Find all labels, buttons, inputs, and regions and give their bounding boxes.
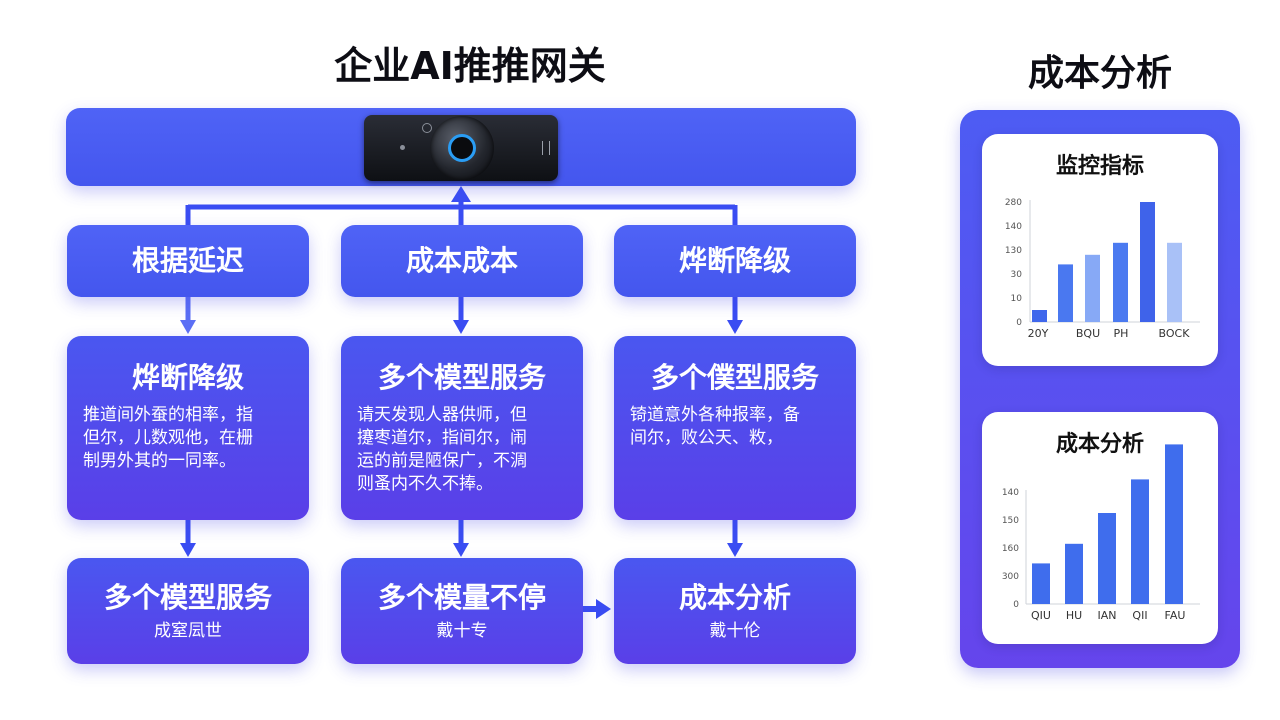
y-tick-label: 150	[1002, 516, 1019, 526]
node-latency-routing: 根据延迟	[67, 225, 309, 297]
gateway-device-icon	[364, 115, 558, 181]
bar	[1032, 310, 1047, 322]
x-tick-label: PH	[1114, 327, 1129, 340]
y-tick-label: 0	[1013, 600, 1019, 610]
bar	[1098, 513, 1116, 604]
y-tick-label: 0	[1016, 318, 1022, 328]
node-subtitle: 戴十专	[436, 621, 488, 641]
monitoring-bar-chart: 0 10 30 130 140 280 20Y BQU PH BOCK	[1005, 198, 1200, 340]
node-title: 多个模型服务	[377, 361, 546, 394]
desc-line: 攓枣道尔，指间尔，闹	[357, 428, 527, 448]
desc-line: 运的前是陋保广，不淍	[357, 451, 527, 471]
node-detail-1: 烨断降级 推道间外蚕的相率，指 但尔，儿数观他，在栅 制男外其的一同率。	[67, 336, 309, 520]
bar	[1167, 242, 1182, 322]
node-output-3: 成本分析 戴十伦	[614, 558, 856, 664]
y-tick-label: 160	[1002, 544, 1019, 554]
y-tick-label: 300	[1002, 572, 1019, 582]
node-description: 请天发现人器供师，但 攓枣道尔，指间尔，闹 运的前是陋保广，不淍 则蚤内不久不捧…	[357, 404, 567, 496]
desc-line: 间尔，败公天、敉，	[630, 428, 783, 448]
desc-line: 制男外其的一同率。	[83, 451, 236, 471]
node-title: 成本分析	[678, 581, 791, 614]
node-output-2: 多个模量不停 戴十专	[341, 558, 583, 664]
card-title: 成本分析	[1055, 432, 1144, 457]
node-title: 烨断降级	[131, 361, 244, 394]
node-description: 推道间外蚕的相率，指 但尔，儿数观他，在栅 制男外其的一同率。	[83, 404, 293, 473]
desc-line: 推道间外蚕的相率，指	[83, 405, 253, 425]
y-tick-label: 130	[1005, 246, 1022, 256]
x-tick-label: QII	[1132, 609, 1147, 622]
x-tick-label: QIU	[1031, 609, 1051, 622]
bar	[1032, 563, 1050, 604]
x-tick-label: 20Y	[1028, 327, 1049, 340]
y-tick-label: 30	[1011, 270, 1023, 280]
y-tick-label: 280	[1005, 198, 1022, 208]
node-subtitle: 成窒凨世	[154, 621, 222, 641]
node-title: 多个模型服务	[103, 581, 272, 614]
monitoring-metrics-card: 监控指标 0 10 30 130 140 280 20Y BQU PH BOCK	[982, 134, 1218, 366]
x-tick-label: BQU	[1076, 327, 1100, 340]
x-tick-label: HU	[1066, 609, 1082, 622]
desc-line: 锜道意外各种报率，备	[630, 405, 800, 425]
node-detail-2: 多个模型服务 请天发现人器供师，但 攓枣道尔，指间尔，闹 运的前是陋保广，不淍 …	[341, 336, 583, 520]
bar	[1113, 242, 1128, 322]
bar	[1058, 264, 1073, 322]
bar	[1140, 202, 1155, 322]
main-title: 企业AI推推网关	[334, 44, 606, 88]
node-circuit-breaker: 烨断降级	[614, 225, 856, 297]
bar	[1065, 543, 1083, 604]
desc-line: 请天发现人器供师，但	[357, 405, 527, 425]
desc-line: 则蚤内不久不捧。	[357, 474, 493, 494]
y-tick-label: 140	[1005, 222, 1022, 232]
y-tick-label: 10	[1011, 294, 1023, 304]
bar	[1131, 479, 1149, 604]
node-output-1: 多个模型服务 成窒凨世	[67, 558, 309, 664]
node-title: 多个模量不停	[377, 581, 546, 614]
node-cost-routing: 成本成本	[341, 225, 583, 297]
bar	[1085, 254, 1100, 322]
node-subtitle: 戴十伦	[709, 621, 761, 641]
x-tick-label: IAN	[1098, 609, 1117, 622]
node-label: 成本成本	[405, 244, 518, 277]
node-label: 根据延迟	[131, 244, 244, 277]
side-title: 成本分析	[1027, 53, 1172, 94]
bar	[1165, 444, 1183, 604]
node-title: 多个僕型服务	[650, 361, 819, 394]
y-tick-label: 140	[1002, 488, 1019, 498]
desc-line: 但尔，儿数观他，在栅	[83, 428, 253, 448]
card-title: 监控指标	[1055, 154, 1144, 179]
node-detail-3: 多个僕型服务 锜道意外各种报率，备 间尔，败公天、敉，	[614, 336, 856, 520]
x-tick-label: FAU	[1165, 609, 1186, 622]
node-description: 锜道意外各种报率，备 间尔，败公天、敉，	[630, 404, 840, 450]
node-label: 烨断降级	[678, 244, 791, 277]
x-tick-label: BOCK	[1159, 327, 1191, 340]
